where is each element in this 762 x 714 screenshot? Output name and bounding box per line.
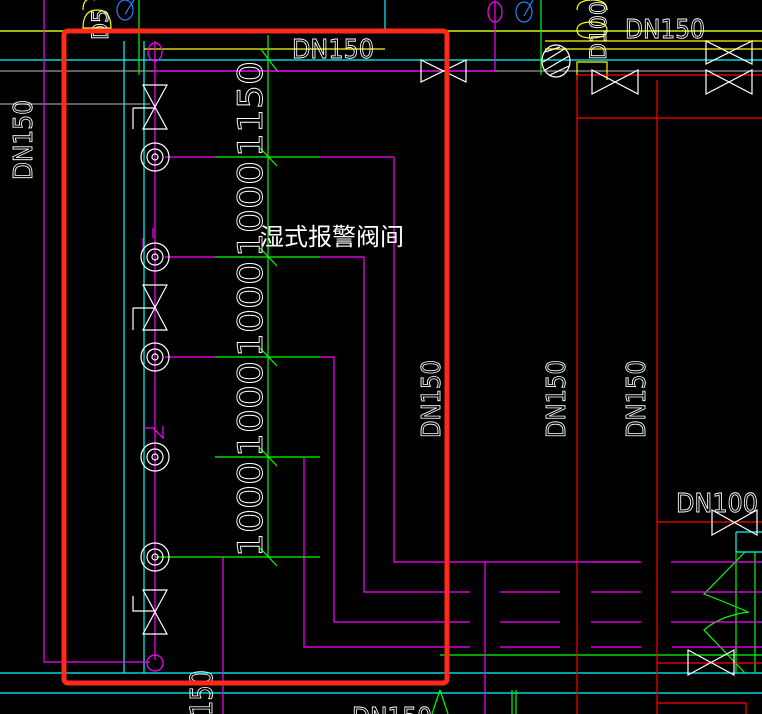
red-pipes bbox=[576, 74, 762, 714]
branch-lines bbox=[155, 147, 320, 567]
magenta-branch-dashes bbox=[500, 561, 762, 648]
pipe-size-label-left: DN150 bbox=[9, 100, 39, 180]
dimension-label: 1150 bbox=[231, 61, 271, 157]
gate-valve-icon bbox=[132, 284, 168, 331]
gray-reference-line bbox=[0, 70, 762, 105]
highlight-selection-box bbox=[61, 28, 450, 686]
dimension-label: 1000 bbox=[231, 461, 271, 557]
butterfly-valve-icon bbox=[687, 648, 735, 677]
green-pipes bbox=[138, 0, 762, 714]
pipe-size-label-riser-2: DN150 bbox=[542, 360, 572, 438]
sprinkler-heads bbox=[140, 142, 170, 572]
butterfly-valve-icon bbox=[705, 40, 753, 65]
pipe-end-marker bbox=[487, 1, 503, 23]
pipe-size-label-riser-1: DN150 bbox=[417, 360, 447, 438]
butterfly-valve-icon bbox=[711, 508, 758, 537]
clipped-label: D100 bbox=[587, 1, 612, 60]
dimension-label: 1000 bbox=[231, 361, 271, 457]
sprinkler-head-icon bbox=[140, 542, 170, 572]
magenta-pipes bbox=[43, 0, 762, 714]
sprinkler-head-icon bbox=[140, 442, 170, 472]
pipe-size-label-top: DN150 bbox=[292, 35, 374, 65]
pipe-size-label-bottom: DN150 bbox=[352, 703, 432, 714]
hatched-fitting-icon bbox=[541, 44, 571, 78]
pipe-size-label-riser-3: DN150 bbox=[622, 360, 652, 438]
sprinkler-head-icon bbox=[140, 342, 170, 372]
dimension-labels: 1150 1000 1000 1000 1000 150 bbox=[185, 61, 272, 714]
valves bbox=[132, 40, 758, 677]
pipe-size-label-dn100: DN100 bbox=[676, 489, 758, 519]
pipe-end-marker bbox=[146, 654, 164, 672]
dimension-label: 1000 bbox=[231, 161, 271, 257]
butterfly-valve-icon bbox=[420, 59, 467, 83]
pipe-size-label-top-right: DN150 bbox=[625, 15, 705, 45]
blue-gauges bbox=[116, 0, 534, 23]
sprinkler-head-icon bbox=[140, 142, 170, 172]
sprinkler-head-icon bbox=[140, 242, 170, 272]
pipe-end-marker bbox=[147, 42, 163, 62]
butterfly-valve-icon bbox=[591, 69, 639, 95]
butterfly-valve-icon bbox=[705, 69, 753, 95]
dimension-label: 150 bbox=[185, 670, 220, 714]
clipped-label: D5 bbox=[89, 9, 114, 40]
room-label: 湿式报警阀间 bbox=[260, 223, 404, 251]
dimension-label: 1000 bbox=[231, 261, 271, 357]
gate-valve-icon bbox=[132, 589, 169, 635]
gate-valve-icon bbox=[132, 84, 169, 130]
